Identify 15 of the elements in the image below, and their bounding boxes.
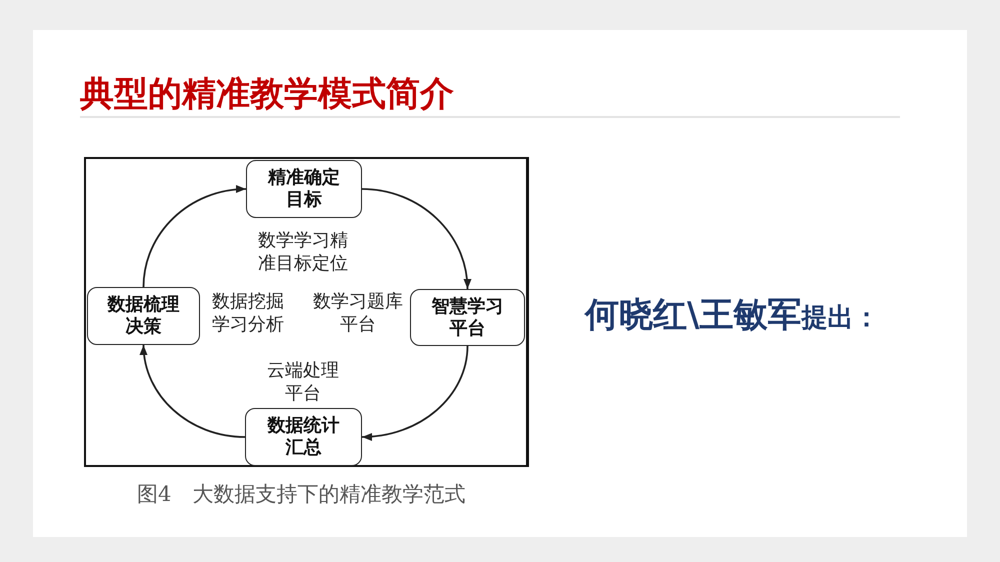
curved-arrow [362,346,468,440]
annotation-text: 数学习题库平台 [312,290,404,336]
figure-caption: 图4 大数据支持下的精准教学范式 [137,481,466,508]
curved-arrow [140,344,246,438]
annotation-text: 数据挖掘学习分析 [211,290,285,336]
slide-title: 典型的精准教学模式简介 [80,73,454,115]
process-box: 数据统计汇总 [245,408,362,466]
process-box: 数据梳理决策 [87,287,200,345]
curved-arrow [142,186,246,288]
author-text: 何晓红\王敏军提出： [585,294,880,337]
process-box: 智慧学习平台 [410,289,525,346]
curved-arrow [362,188,471,290]
process-box: 精准确定目标 [246,160,362,218]
annotation-text: 数学学习精准目标定位 [257,229,349,275]
annotation-text: 云端处理平台 [266,359,340,405]
